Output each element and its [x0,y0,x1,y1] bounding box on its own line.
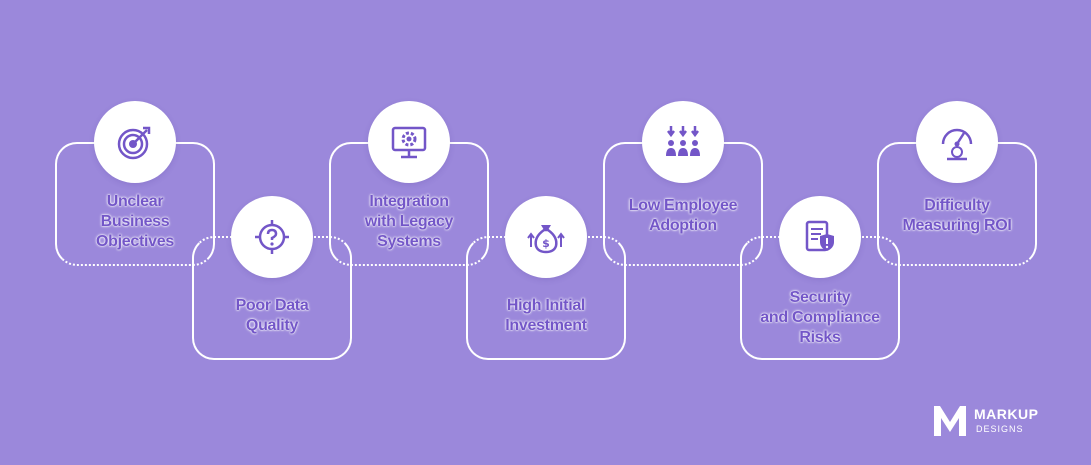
money-bag-icon: $ [527,225,565,254]
step-label-7: Difficulty Measuring ROI [902,197,1012,234]
circle-step-2 [231,196,313,278]
circle-step-5 [642,101,724,183]
gauge-coin-icon [941,128,973,161]
document-shield-icon [805,220,834,252]
step-label-4: High Initial Investment [505,297,587,334]
step-label-5: Low Employee Adoption [628,197,738,234]
target-icon [117,126,151,160]
brand-sub: DESIGNS [976,424,1024,434]
question-target-icon [255,220,289,254]
monitor-gear-icon [391,126,427,159]
circle-step-3 [368,101,450,183]
step-label-2: Poor Data Quality [235,297,309,334]
svg-text:$: $ [542,237,550,250]
step-label-1: Unclear Business Objectives [96,193,174,250]
step-label-3: Integration with Legacy Systems [364,193,454,250]
circle-step-7 [916,101,998,183]
circle-step-4: $ [505,196,587,278]
markup-logo-icon [934,406,966,436]
step-label-6: Security and Compliance Risks [760,289,880,346]
circle-step-6 [779,196,861,278]
circle-step-1 [94,101,176,183]
people-down-arrows-icon [666,126,700,156]
brand-name: MARKUP [974,406,1039,422]
